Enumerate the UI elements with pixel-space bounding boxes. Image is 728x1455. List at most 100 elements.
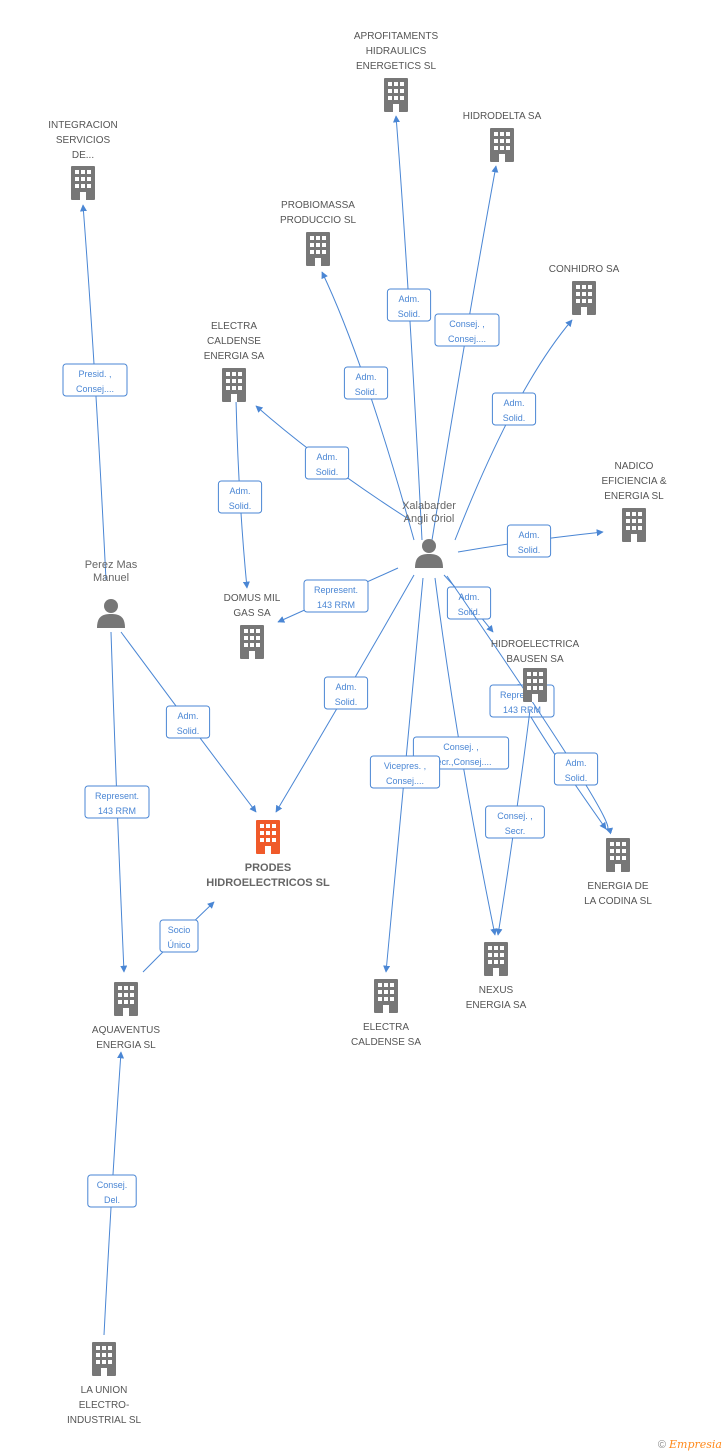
edge-label[interactable]: Presid. ,Consej.... [62, 363, 128, 397]
building-icon [484, 942, 508, 976]
building-icon [256, 820, 280, 854]
node-label-line: Angli Oriol [404, 513, 455, 525]
edge-label[interactable]: Represent. 143 RRM [84, 785, 150, 819]
node-conhidro[interactable]: CONHIDRO SA [549, 264, 620, 315]
building-icon [622, 508, 646, 542]
node-label-line: AQUAVENTUS [92, 1025, 160, 1036]
node-label-line: Perez Mas [85, 559, 138, 571]
building-icon [606, 838, 630, 872]
edge-label[interactable]: Adm.Solid. [386, 288, 432, 322]
building-icon [114, 982, 138, 1016]
node-label-line: HIDROELECTRICA [491, 639, 580, 650]
edge-label-line: Consej.... [386, 776, 424, 786]
node-label-line: ENERGIA SA [204, 351, 265, 362]
building-icon [384, 78, 408, 112]
edge-label-line: Solid. [335, 697, 358, 707]
footer-brand: © Empresia [658, 1438, 722, 1451]
node-domus[interactable]: DOMUS MIL GAS SA [224, 593, 281, 659]
edge-xalabarder-to-hidroelectrica_bausen: Adm. Solid. [443, 574, 494, 633]
edge-label-line: Adm. [316, 452, 337, 462]
node-label-line: DE... [72, 150, 94, 161]
edge-label-line: Represent. [314, 585, 358, 595]
edge-label[interactable]: Adm.Solid. [217, 480, 263, 514]
edge-label-line: Vicepres. , [384, 761, 426, 771]
edge-label-box [303, 579, 369, 613]
node-integracion[interactable]: INTEGRACIONSERVICIOSDE... [48, 120, 118, 200]
edge-label[interactable]: Adm.Solid. [506, 524, 552, 558]
edge-label-line: 143 RRM [317, 600, 355, 610]
edge-label-line: Solid. [458, 607, 481, 617]
edge-label[interactable]: Adm. Solid. [323, 676, 369, 710]
node-label-line: GAS SA [233, 608, 271, 619]
edge-label-line: Consej. , [497, 811, 533, 821]
edge-label-line: Adm. [355, 372, 376, 382]
node-label-line: HIDROELECTRICOS SL [206, 877, 330, 889]
edge-label-line: Adm. [458, 592, 479, 602]
edge-label-box [506, 524, 552, 558]
edge-label[interactable]: Consej. ,Consej.... [434, 313, 500, 347]
edge-label-box [369, 755, 441, 789]
edge-label-box [491, 392, 537, 426]
node-label-line: ELECTRA [211, 321, 257, 332]
edge-label[interactable]: Adm.Solid. [491, 392, 537, 426]
edge-label-line: 143 RRM [98, 806, 136, 816]
edge-label[interactable]: Consej.Del. [87, 1174, 137, 1208]
edge-label-line: Del. [104, 1195, 120, 1205]
edge-label[interactable]: Adm.Solid. [165, 705, 211, 739]
edge-label-line: 143 RRM [503, 705, 541, 715]
edge-label-line: Adm. [518, 530, 539, 540]
edge-label[interactable]: Represent. 143 RRM [303, 579, 369, 613]
building-icon [374, 979, 398, 1013]
building-icon [222, 368, 246, 402]
node-label-line: ENERGIA SL [604, 491, 664, 502]
node-label-line: HIDRODELTA SA [463, 111, 542, 122]
node-label-line: SERVICIOS [56, 135, 111, 146]
node-label-line: CONHIDRO SA [549, 264, 620, 275]
person-icon [97, 599, 125, 628]
edge-label-line: Solid. [316, 467, 339, 477]
edge-label-box [434, 313, 500, 347]
edge-label[interactable]: Adm. Solid. [446, 586, 492, 620]
node-label-line: PRODUCCIO SL [280, 215, 357, 226]
node-hidrodelta[interactable]: HIDRODELTA SA [463, 111, 542, 162]
building-icon [572, 281, 596, 315]
edge-label-line: Único [167, 940, 190, 950]
edge-label-line: Represent. [95, 791, 139, 801]
edge-label-box [553, 752, 599, 786]
edge-label[interactable]: Vicepres. , Consej.... [369, 755, 441, 789]
edge-label-line: Solid. [503, 413, 526, 423]
edge-label[interactable]: Adm. Solid. [304, 446, 350, 480]
node-label-line: LA CODINA SL [584, 896, 652, 907]
edge-line [431, 165, 499, 541]
node-label-line: DOMUS MIL [224, 593, 281, 604]
edge-label-line: Represent. [500, 690, 544, 700]
edges-layer: Adm.Solid.Consej. ,Consej....Presid. ,Co… [62, 115, 614, 1336]
edge-label[interactable]: Adm.Solid. [553, 752, 599, 786]
edge-label[interactable]: Adm.Solid. [343, 366, 389, 400]
building-icon [306, 232, 330, 266]
edge-label-line: Consej.... [448, 334, 486, 344]
edge-label-box [304, 446, 350, 480]
edge-label-line: Adm. [335, 682, 356, 692]
node-label-line: NADICO [615, 461, 654, 472]
edge-label[interactable]: Consej. ,Secr. [485, 805, 545, 839]
edge-label-line: Solid. [177, 726, 200, 736]
edge-label-line: Consej.... [76, 384, 114, 394]
node-label-line: LA UNION [81, 1385, 128, 1396]
